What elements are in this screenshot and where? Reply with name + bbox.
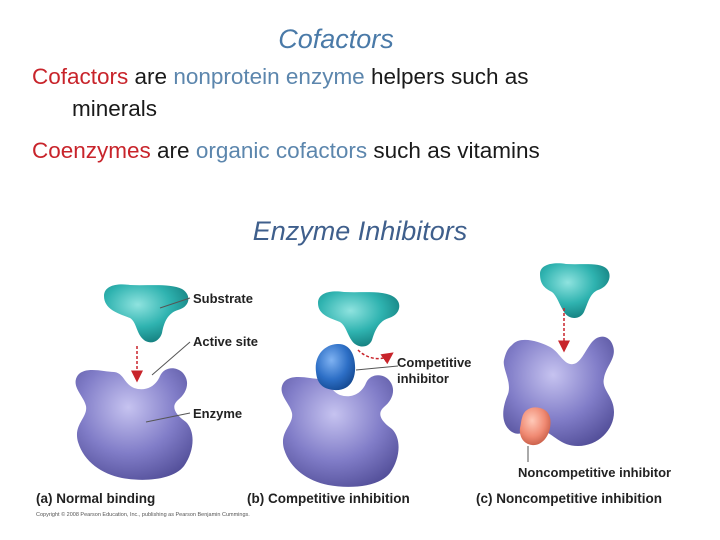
panel-noncompetitive-inhibition [503, 263, 614, 462]
text-are-2: are [150, 138, 196, 163]
competitive-inhibitor-shape [315, 343, 356, 391]
label-active-site: Active site [193, 334, 258, 349]
term-coenzymes: Coenzymes [32, 138, 151, 163]
cofactors-definition-continuation: minerals [72, 96, 158, 121]
panel-normal-binding [75, 284, 193, 480]
text-helpers: helpers such as [364, 64, 529, 89]
term-nonprotein-enzyme: nonprotein enzyme [173, 64, 365, 89]
cofactors-title: Cofactors [278, 24, 394, 54]
arrow-substrate-deflected [357, 349, 394, 365]
enzyme-shape-c [503, 336, 614, 446]
panel-competitive-inhibition [281, 291, 400, 487]
text-vitamins: such as vitamins [367, 138, 540, 163]
substrate-shape-b [318, 291, 400, 347]
caption-normal-binding: (a) Normal binding [36, 491, 155, 506]
label-competitive-inhibitor-line1: Competitive [397, 355, 471, 370]
term-cofactors: Cofactors [32, 64, 129, 89]
substrate-shape-c [540, 263, 610, 318]
noncompetitive-inhibitor-shape [519, 407, 551, 446]
label-noncompetitive-inhibitor: Noncompetitive inhibitor [518, 465, 671, 480]
caption-noncompetitive-inhibition: (c) Noncompetitive inhibition [476, 491, 662, 506]
term-organic-cofactors: organic cofactors [195, 138, 368, 163]
coenzymes-definition-line: Coenzymes are organic cofactors such as … [32, 138, 540, 164]
copyright-notice: Copyright © 2008 Pearson Education, Inc.… [36, 511, 250, 518]
enzyme-shape-b [281, 375, 399, 487]
label-substrate: Substrate [193, 291, 253, 306]
text-are-1: are [128, 64, 174, 89]
enzyme-shape-a [75, 368, 193, 480]
cofactors-definition-line: Cofactors are nonprotein enzyme helpers … [32, 64, 529, 90]
caption-competitive-inhibition: (b) Competitive inhibition [247, 491, 410, 506]
inhibitors-title: Enzyme Inhibitors [252, 216, 468, 246]
label-enzyme: Enzyme [193, 406, 242, 421]
substrate-shape-a [104, 284, 189, 343]
label-competitive-inhibitor-line2: inhibitor [397, 371, 449, 386]
